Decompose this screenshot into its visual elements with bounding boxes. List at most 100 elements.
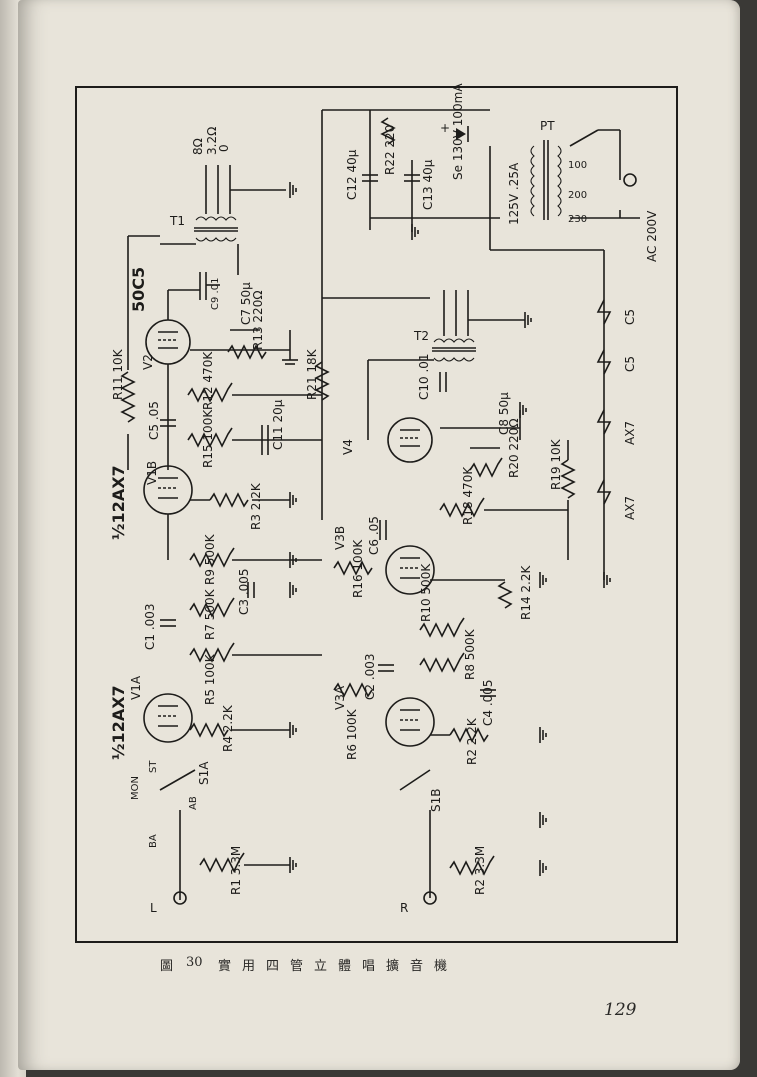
r11-label: R11 10K <box>111 348 125 400</box>
c11-label: C11 20μ <box>271 399 285 450</box>
r8-label: R8 500K <box>463 628 477 680</box>
se-label: Se 130V 100mA <box>451 83 465 180</box>
caption-char: 立 <box>314 959 328 974</box>
ab-label: AB <box>188 796 199 810</box>
r20-label: R20 220Ω <box>507 419 521 479</box>
input-l-label: L <box>150 901 157 915</box>
tap-0: 0 <box>217 144 231 152</box>
t2-label: T2 <box>413 329 429 343</box>
pt-label: PT <box>540 119 555 133</box>
ground-symbols <box>289 182 611 876</box>
s1a-label: S1A <box>197 761 211 785</box>
heater-c5-b: C5 <box>623 356 637 372</box>
heater-ax7-a: AX7 <box>623 421 637 445</box>
r19-label: R19 10K <box>549 438 563 490</box>
v2-label: V2 <box>141 354 155 370</box>
t1-label: T1 <box>169 214 185 228</box>
v3b-tube <box>385 545 435 595</box>
r5-label: R5 100K <box>203 653 217 705</box>
r13-label: R13 220Ω <box>251 291 265 351</box>
c2-label: C2 .003 <box>363 653 377 700</box>
r21-label: R21 18K <box>305 348 319 400</box>
v4-label: V4 <box>341 439 355 455</box>
tap-200-label: 200 <box>568 190 587 201</box>
r1-label: R1 3.3M <box>229 846 243 895</box>
v1a-tube <box>143 693 193 743</box>
r2-label: R2 3.3M <box>473 846 487 895</box>
tap-100-label: 100 <box>568 160 587 171</box>
s1b-label: S1B <box>429 789 443 812</box>
s1b-switch <box>399 769 431 791</box>
c4-label: C4 .005 <box>481 679 495 726</box>
mon-label: MON <box>130 776 141 800</box>
r10-label: R10 500K <box>419 563 433 622</box>
tube-12ax7-bottom-label: ½12AX7 <box>109 685 128 760</box>
caption-char: 用 <box>242 959 256 974</box>
v3a-tube <box>385 697 435 747</box>
caption-char: 機 <box>434 959 448 974</box>
input-jack-left <box>173 891 187 905</box>
r15-label: R15 100K <box>201 409 215 468</box>
figure-caption: 圖 30 實 用 四 管 立 體 唱 擴 音 機 <box>160 955 480 985</box>
v3a-label: V3A <box>333 685 347 710</box>
st-label: ST <box>148 760 159 773</box>
ac-200v-label: AC 200V <box>645 210 659 262</box>
tube-50c5-label: 50C5 <box>129 267 148 312</box>
c13-label: C13 40μ <box>421 159 435 210</box>
caption-char: 四 <box>266 959 280 974</box>
heater-string <box>596 299 612 325</box>
c1-label: C1 .003 <box>143 603 157 650</box>
r7-label: R7 500K <box>203 588 217 640</box>
output-transformer-t1 <box>160 165 286 275</box>
tube-12ax7-top-label: ½12AX7 <box>109 465 128 540</box>
r12-label: R12 470K <box>201 351 215 410</box>
caption-char: 體 <box>338 959 352 974</box>
c10-label: C10 .01 <box>417 353 431 400</box>
output-transformer-t2 <box>433 338 475 343</box>
rectifier-diode <box>456 128 466 140</box>
r2b-label: R2 2.2K <box>465 717 479 765</box>
ba-label: BA <box>148 834 159 848</box>
c6-label: C6 .05 <box>367 516 381 555</box>
c12-label: C12 40μ <box>345 149 359 200</box>
v1a-label: V1A <box>129 675 143 700</box>
tap-230-label: 230 <box>568 214 587 225</box>
s1a-switch <box>159 769 196 791</box>
caption-char: 圖 <box>160 959 174 974</box>
c3-label: C3 .005 <box>237 568 251 615</box>
caption-char: 管 <box>290 959 304 974</box>
tap-3-2ohm: 3.2Ω <box>205 127 219 155</box>
c9-label: C9 .01 <box>210 278 221 310</box>
plus-sign: + <box>440 121 450 135</box>
r16-label: R16 100K <box>351 539 365 598</box>
mains-plug <box>623 173 637 187</box>
r11-resistor <box>120 371 136 423</box>
c5-label: C5 .05 <box>147 401 161 440</box>
c8-label: C8 50μ <box>497 392 511 435</box>
caption-char: 唱 <box>362 959 376 974</box>
caption-char: 30 <box>186 955 203 970</box>
c7-label: C7 50μ <box>239 282 253 325</box>
heater-ax7-b: AX7 <box>623 496 637 520</box>
caption-char: 音 <box>410 959 424 974</box>
input-r-label: R <box>400 901 408 915</box>
r3-label: R3 2.2K <box>249 482 263 530</box>
heater-c5-a: C5 <box>623 309 637 325</box>
v3b-label: V3B <box>333 526 347 550</box>
r14-label: R14 2.2K <box>519 564 533 620</box>
v1b-label: V1B <box>145 461 159 485</box>
schematic-frame <box>75 86 678 943</box>
caption-char: 擴 <box>386 959 400 974</box>
page-number: 129 <box>604 1000 637 1020</box>
r22-label: R22 220 <box>383 125 397 175</box>
heater-winding-label: 125V .25A <box>507 162 521 225</box>
r6-label: R6 100K <box>345 708 359 760</box>
v4-tube <box>387 417 433 463</box>
caption-char: 實 <box>218 959 232 974</box>
input-jack-right <box>423 891 437 905</box>
tap-8ohm: 8Ω <box>191 138 205 155</box>
r4-label: R4 2.2K <box>221 704 235 752</box>
r18-label: R18 470K <box>461 466 475 525</box>
r9-label: R9 500K <box>203 533 217 585</box>
